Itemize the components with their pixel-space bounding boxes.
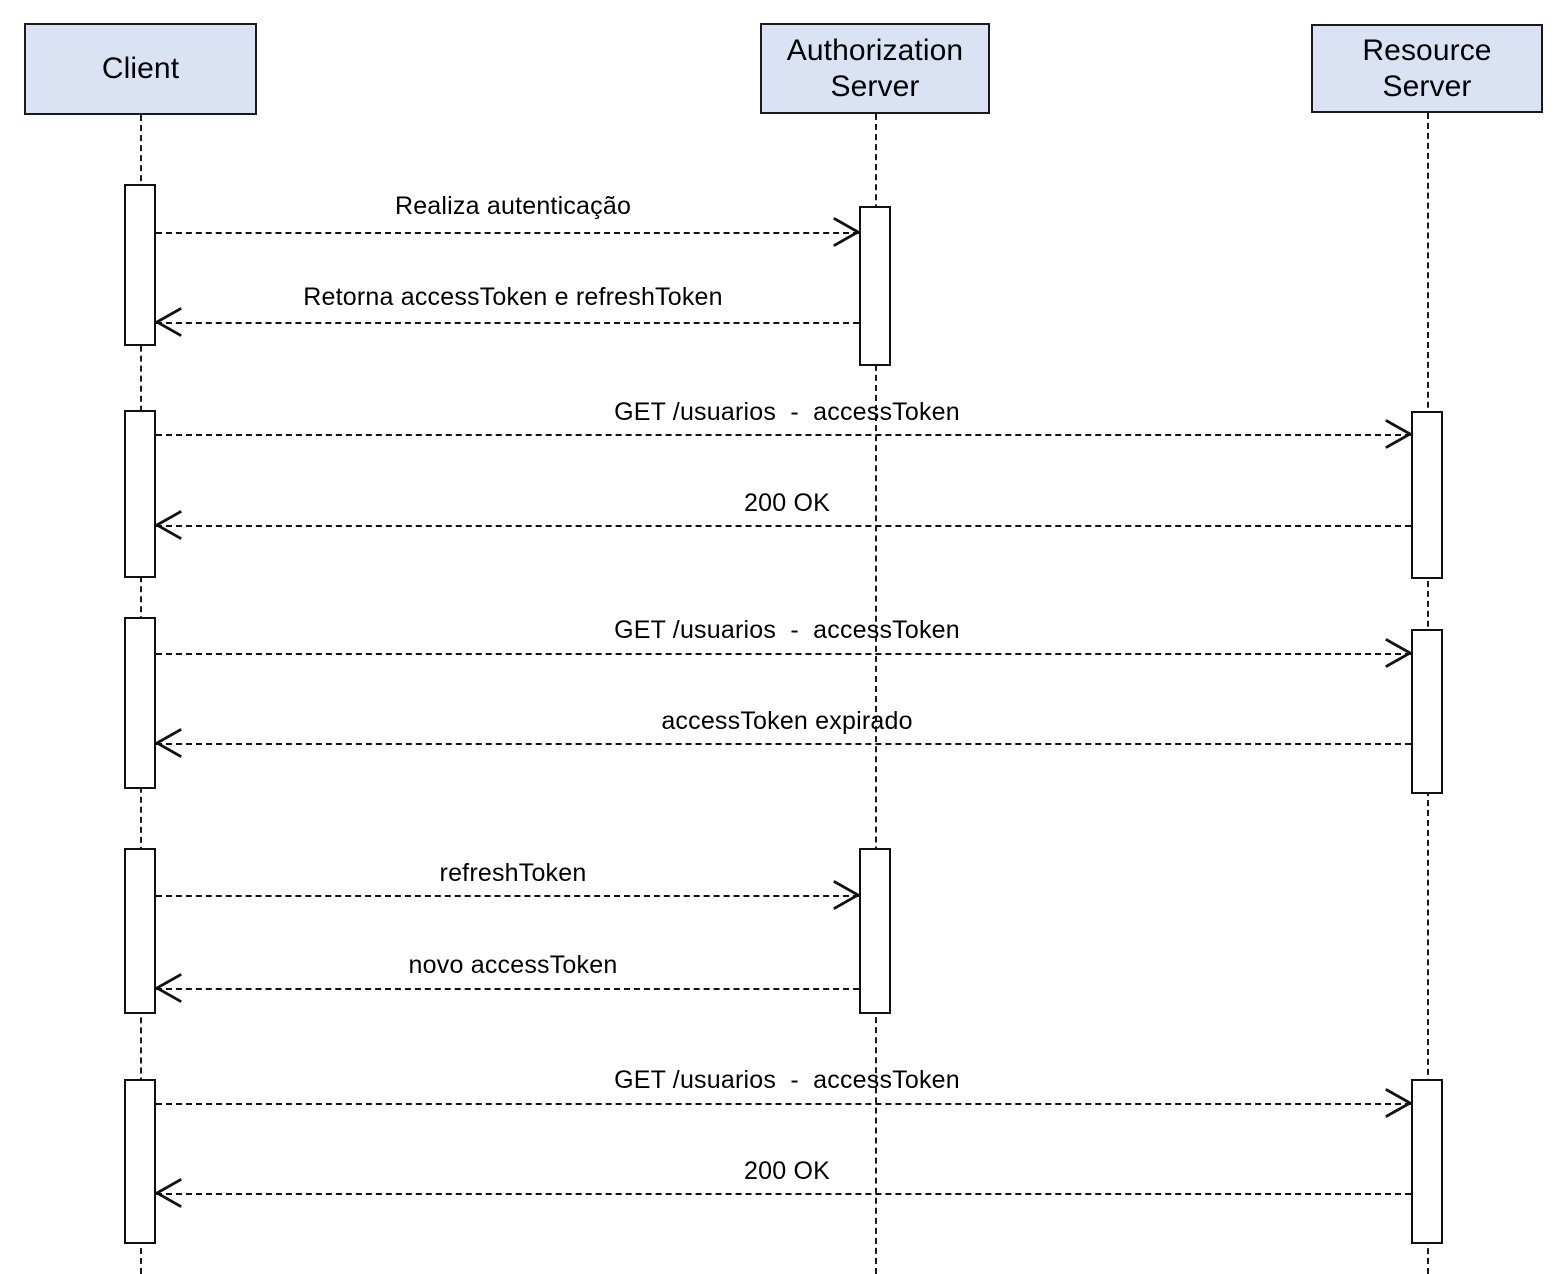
message-line-msg-4 — [156, 525, 1411, 527]
arrowhead-left-msg-8 — [154, 973, 182, 1003]
message-label-msg-1: Realiza autenticação — [394, 192, 632, 220]
message-line-msg-8 — [156, 988, 859, 990]
arrowhead-right-msg-7 — [833, 880, 861, 910]
activation-bar-resource-server — [1411, 629, 1443, 794]
message-line-msg-3 — [156, 434, 1411, 436]
arrowhead-left-msg-2 — [154, 307, 182, 337]
message-label-msg-9: GET /usuarios - accessToken — [614, 1066, 960, 1094]
arrowhead-right-msg-1 — [833, 217, 861, 247]
message-line-msg-10 — [156, 1193, 1411, 1195]
message-label-msg-6: accessToken expirado — [661, 707, 913, 735]
activation-bar-client — [124, 1079, 156, 1244]
arrowhead-right-msg-5 — [1385, 638, 1413, 668]
arrowhead-left-msg-10 — [154, 1178, 182, 1208]
message-line-msg-2 — [156, 322, 859, 324]
activation-bar-resource-server — [1411, 1079, 1443, 1244]
arrowhead-right-msg-3 — [1385, 419, 1413, 449]
participant-box-resource-server[interactable]: Resource Server — [1311, 24, 1543, 113]
arrowhead-left-msg-4 — [154, 510, 182, 540]
message-line-msg-5 — [156, 653, 1411, 655]
participant-label-resource-server: Resource Server — [1362, 34, 1492, 103]
activation-bar-client — [124, 848, 156, 1014]
message-label-msg-8: novo accessToken — [408, 951, 618, 979]
activation-bar-authorization-server — [859, 848, 891, 1014]
activation-bar-client — [124, 617, 156, 789]
arrowhead-right-msg-9 — [1385, 1088, 1413, 1118]
message-label-msg-7: refreshToken — [439, 859, 587, 887]
lifeline-authorization-server — [875, 114, 877, 1274]
arrowhead-left-msg-6 — [154, 728, 182, 758]
message-label-msg-4: 200 OK — [744, 489, 830, 517]
participant-label-authorization-server: Authorization Server — [786, 34, 964, 103]
message-line-msg-6 — [156, 743, 1411, 745]
message-line-msg-7 — [156, 895, 859, 897]
message-label-msg-3: GET /usuarios - accessToken — [614, 398, 960, 426]
message-line-msg-1 — [156, 232, 859, 234]
participant-box-client[interactable]: Client — [24, 23, 257, 115]
message-label-msg-10: 200 OK — [744, 1157, 830, 1185]
activation-bar-authorization-server — [859, 206, 891, 366]
participant-label-client: Client — [101, 52, 180, 86]
participant-box-authorization-server[interactable]: Authorization Server — [760, 23, 990, 114]
activation-bar-resource-server — [1411, 411, 1443, 579]
activation-bar-client — [124, 410, 156, 578]
message-label-msg-5: GET /usuarios - accessToken — [614, 616, 960, 644]
message-line-msg-9 — [156, 1103, 1411, 1105]
message-label-msg-2: Retorna accessToken e refreshToken — [303, 283, 723, 311]
activation-bar-client — [124, 184, 156, 346]
